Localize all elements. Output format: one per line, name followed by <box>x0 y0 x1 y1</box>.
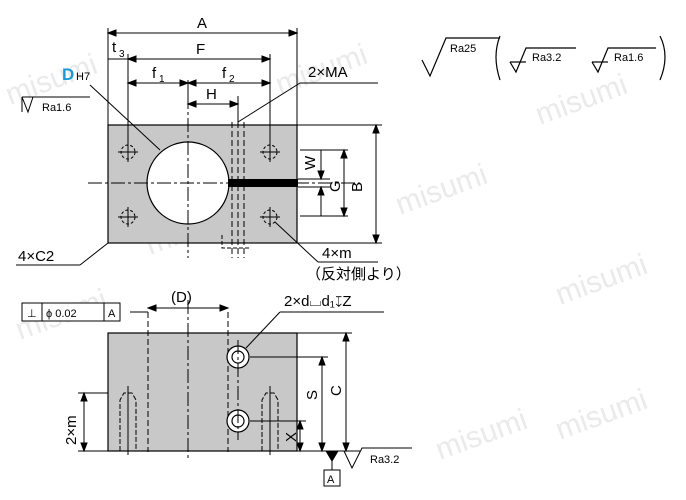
dim-D-ref-label: (D) <box>171 289 192 306</box>
datum-box: A <box>323 469 341 487</box>
bore-roughness: Ra1.6 <box>42 102 71 114</box>
front-view-block <box>107 332 298 452</box>
bore-tolerance: H7 <box>76 71 90 83</box>
tolerance-value: ϕ 0.02 <box>46 308 77 320</box>
surface-finish-labels: Ra25 Ra3.2 Ra1.6 <box>450 43 643 64</box>
front-view <box>78 300 412 470</box>
dim-C-label: C <box>328 385 345 396</box>
tolerance-symbol: ⊥ <box>27 308 37 320</box>
watermark-text: misumi <box>431 403 532 467</box>
mounting-hole <box>260 207 280 227</box>
dim-A-label: A <box>197 15 207 32</box>
watermark-text: misumi <box>551 248 652 312</box>
dim-X-label: X <box>283 432 300 442</box>
dim-f2-label: f <box>222 65 227 82</box>
watermark-text: misumi <box>531 68 632 132</box>
four-m-note: （反対側より） <box>306 266 411 283</box>
dim-G-label: G <box>327 180 344 192</box>
roughness-alt1: Ra3.2 <box>532 52 561 64</box>
bore-symbol: D <box>62 65 74 84</box>
watermark-text: misumi <box>391 158 492 222</box>
dim-S-label: S <box>304 390 321 400</box>
dim-f2-subscript: 2 <box>229 74 235 85</box>
roughness-alt2: Ra1.6 <box>614 52 643 64</box>
two-ma-label: 2×MA <box>308 64 348 81</box>
bottom-roughness: Ra3.2 <box>370 454 399 466</box>
front-view-labels: (D) 2×d⌴d₁↧Z S C X 2×m Ra3.2 <box>63 289 399 466</box>
mounting-hole <box>118 207 138 227</box>
dim-B-label: B <box>349 182 366 192</box>
dim-t3-label: t <box>112 39 117 56</box>
tapped-hole <box>119 386 137 455</box>
four-c2-label: 4×C2 <box>18 248 54 265</box>
datum-letter: A <box>327 474 335 486</box>
dim-f1-subscript: 1 <box>159 74 165 85</box>
tolerance-datum: A <box>108 308 116 320</box>
counterbore-label: 2×d⌴d₁↧Z <box>284 293 352 310</box>
dim-W-label: W <box>302 155 319 170</box>
dim-t3-subscript: 3 <box>119 49 125 60</box>
dim-f1-label: f <box>152 65 157 82</box>
tolerance-frame: ⊥ ϕ 0.02 A <box>21 302 121 322</box>
top-view-labels: A F t 3 f 1 f 2 H 2×MA W G B 4×C2 4×m （反… <box>18 15 411 283</box>
roughness-main: Ra25 <box>450 43 476 55</box>
dim-H-label: H <box>206 86 217 103</box>
dim-2m-label: 2×m <box>63 415 80 445</box>
watermark-text: misumi <box>551 383 652 447</box>
top-view <box>16 28 382 266</box>
dim-F-label: F <box>196 41 205 58</box>
surface-finish-symbols <box>421 35 666 81</box>
four-m-label: 4×m <box>322 245 352 262</box>
